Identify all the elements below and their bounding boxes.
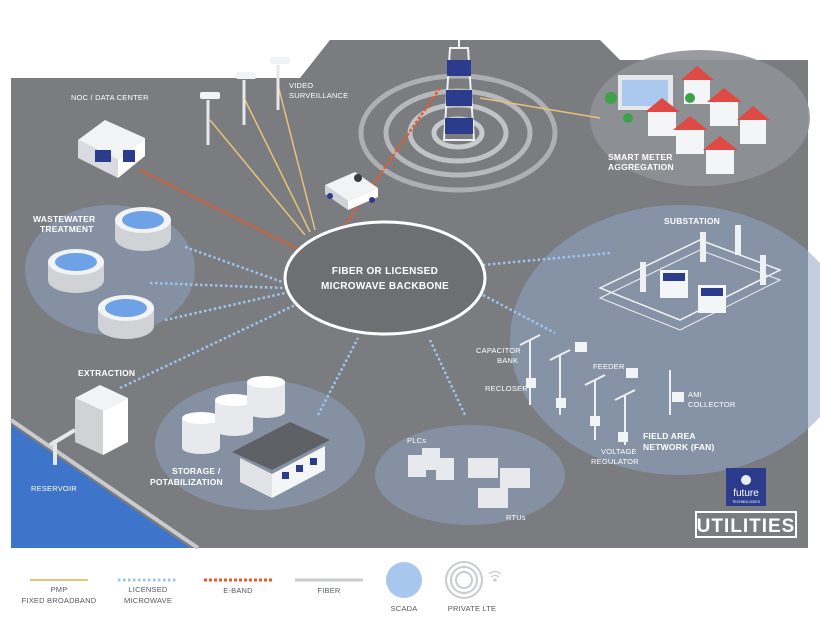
fan-devices: [526, 342, 684, 442]
cell-tower: [442, 40, 476, 141]
hub-label-line2: MICROWAVE BACKBONE: [321, 281, 449, 292]
wastewater-label-1: WASTEWATER: [33, 214, 95, 224]
smart-meter-label-1: SMART METER: [608, 152, 673, 162]
backbone-hub: [283, 220, 487, 336]
legend-licensed-label-1: LICENSED: [128, 585, 167, 594]
logo-subtext: TECHNOLOGIES: [732, 500, 760, 504]
extraction-label: EXTRACTION: [78, 368, 135, 378]
voltage-label-2: REGULATOR: [591, 457, 639, 466]
fan-label-1: FIELD AREA: [643, 431, 696, 441]
rtus-label: RTUs: [506, 513, 526, 522]
potabilization-building: [232, 422, 330, 498]
legend-private-lte-swatch: [445, 561, 483, 599]
video-cameras: [206, 65, 280, 145]
storage-label-2: POTABILIZATION: [150, 477, 223, 487]
smart-meter-houses: [605, 66, 770, 174]
legend-scada-swatch: [386, 562, 422, 598]
ami-label-2: COLLECTOR: [688, 400, 736, 409]
smart-meter-label-2: AGGREGATION: [608, 162, 674, 172]
extraction-building: [48, 385, 128, 465]
inspection-robot: [325, 172, 378, 210]
legend-pmp-label-1: PMP: [51, 585, 68, 594]
licensed-links: [119, 245, 611, 416]
wifi-icon: [488, 570, 502, 582]
legend: PMP FIXED BROADBAND LICENSED MICROWAVE E…: [22, 561, 502, 613]
storage-label-1: STORAGE /: [172, 466, 221, 476]
video-label-1: VIDEO: [289, 81, 313, 90]
hub-label-line1: FIBER OR LICENSED: [332, 266, 438, 277]
pmp-links: [209, 84, 601, 236]
substation-label: SUBSTATION: [664, 216, 720, 226]
plc-units: [408, 448, 454, 480]
eband-links: [139, 87, 442, 252]
plcs-label: PLCs: [407, 436, 426, 445]
legend-licensed-label-2: MICROWAVE: [124, 596, 172, 605]
utilities-badge: [695, 511, 797, 538]
capacitor-label-1: CAPACITOR: [476, 346, 521, 355]
noc-label: NOC / DATA CENTER: [71, 93, 149, 102]
legend-eband-label: E-BAND: [223, 586, 253, 595]
rtu-units: [468, 458, 530, 508]
logo-wordmark: future: [733, 488, 759, 499]
video-label-2: SURVEILLANCE: [289, 91, 348, 100]
capacitor-label-2: BANK: [497, 356, 518, 365]
ami-label-1: AMI: [688, 390, 702, 399]
wastewater-label-2: TREATMENT: [40, 224, 94, 234]
reservoir-shore: [9, 418, 200, 550]
voltage-label-1: VOLTAGE: [601, 447, 637, 456]
legend-pmp-label-2: FIXED BROADBAND: [22, 596, 97, 605]
wastewater-tanks: [48, 207, 171, 339]
storage-tanks: [182, 376, 285, 454]
recloser-label: RECLOSER: [485, 384, 528, 393]
legend-private-lte-label: PRIVATE LTE: [448, 604, 496, 613]
feeder-label: FEEDER: [593, 362, 625, 371]
reservoir-label: RESERVOIR: [31, 484, 77, 493]
future-technologies-logo: future TECHNOLOGIES: [726, 468, 766, 506]
camera-heads: [200, 57, 290, 99]
legend-fiber-label: FIBER: [317, 586, 340, 595]
legend-scada-label: SCADA: [391, 604, 418, 613]
noc-building: [78, 120, 145, 178]
substation-equipment: [598, 225, 782, 331]
substation-zone: [510, 205, 820, 475]
utilities-title: UTILITIES: [697, 516, 796, 537]
fan-label-2: NETWORK (FAN): [643, 442, 715, 452]
